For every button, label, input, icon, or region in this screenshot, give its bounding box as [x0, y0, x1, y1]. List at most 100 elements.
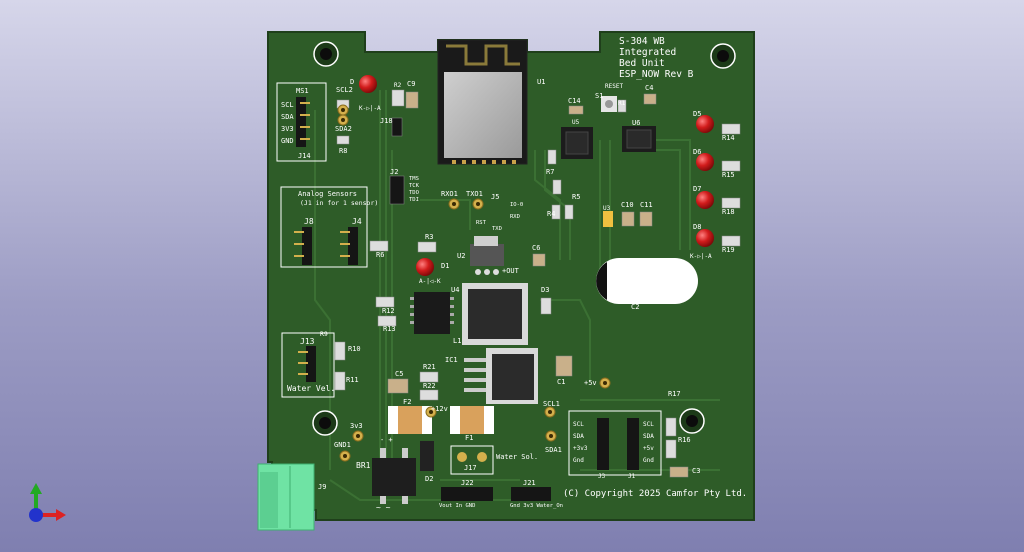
- smd-part-3: [336, 135, 350, 145]
- silk-label-water-sol: Water Sol.: [496, 453, 539, 461]
- mounting-hole-top-right: [710, 43, 736, 69]
- silk-label-r2: R2: [394, 82, 402, 89]
- analog-sensors-area: [280, 186, 368, 268]
- silk-label-tdi: TDI: [409, 197, 419, 203]
- silk-label-d1: D1: [441, 262, 450, 270]
- silk-label-ka: K-▷|-A: [359, 105, 381, 112]
- silk-label-s1: S1: [595, 92, 604, 100]
- silk-label-v3: 3V3: [281, 125, 294, 133]
- led-1: [696, 115, 714, 133]
- silk-label-out: +OUT: [502, 267, 519, 275]
- silk-label-j22-pins: Vout In GND: [439, 503, 476, 509]
- test-point-hole-5: [343, 454, 347, 458]
- silk-label-scl1: SCL1: [543, 400, 560, 408]
- smd-part-31: [665, 417, 677, 437]
- silk-label-r10: R10: [348, 345, 361, 353]
- silk-label-c10: C10: [621, 201, 634, 209]
- inductor-l1: [462, 283, 528, 345]
- board-title-line-4: ESP_NOW Rev B: [619, 69, 694, 80]
- silk-label-u1: U1: [537, 78, 546, 86]
- silk-label-tms: TMS: [409, 176, 419, 182]
- water-velocity-area: [281, 332, 335, 398]
- mounting-hole-left: [312, 410, 338, 436]
- smd-part-4: [391, 117, 403, 137]
- silk-label-reset: RESET: [605, 83, 624, 90]
- led-4: [696, 229, 714, 247]
- silk-label-a-k: A-|◁-K: [419, 278, 441, 285]
- smd-part-13: [621, 211, 635, 227]
- silk-label-scl2: SCL2: [336, 86, 353, 94]
- test-point-hole-9: [429, 410, 433, 414]
- led-3: [696, 191, 714, 209]
- silk-label-j2: J2: [390, 168, 399, 176]
- board-title-line-2: Integrated: [619, 47, 677, 58]
- silk-label-d: D: [350, 78, 355, 86]
- smd-part-10: [552, 179, 562, 195]
- silk-label-j22: J22: [461, 479, 474, 487]
- mounting-hole-top-left: [313, 41, 339, 67]
- silk-label-hdr-right-0: SCL: [643, 421, 654, 428]
- smd-part-18: [721, 235, 741, 247]
- silk-label-j18: J18: [380, 117, 393, 125]
- board-title: S-304 WB Integrated Bed Unit ESP_NOW Rev…: [619, 36, 714, 80]
- smd-part-9: [547, 149, 557, 165]
- silk-label-sda2: SDA2: [335, 125, 352, 133]
- smd-part-28: [419, 371, 439, 383]
- silk-label-u5: U5: [572, 119, 580, 126]
- silk-label-d8: D8: [693, 223, 702, 231]
- silk-label-c4: C4: [645, 84, 654, 92]
- fuse-f2: [388, 406, 432, 434]
- silk-label-j8: J8: [304, 217, 314, 226]
- silk-label-f2: F2: [403, 398, 412, 406]
- silk-label-gnd: GND: [281, 137, 294, 145]
- silk-label-plus5v: +5v: [584, 379, 597, 387]
- silk-label-c1: C1: [557, 378, 566, 386]
- test-point-hole-8: [603, 381, 607, 385]
- smd-part-30: [555, 355, 573, 377]
- regulator-u2: [470, 236, 504, 275]
- silk-label-c6: C6: [532, 244, 541, 252]
- silk-label-rxo1: RXO1: [441, 190, 458, 198]
- board-title-line-3: Bed Unit: [619, 58, 665, 69]
- silk-label-c14: C14: [568, 97, 581, 105]
- silk-label-r12: R12: [382, 307, 395, 315]
- silk-label-analog-title: Analog Sensors: [298, 190, 358, 198]
- smd-part-1: [405, 91, 419, 109]
- silk-label-hdr-right-2: +5v: [643, 445, 654, 452]
- silk-label-j21-pins: Gnd 3v3 Water_On: [510, 503, 563, 509]
- smd-part-23: [375, 296, 395, 308]
- silk-label-r18: R18: [722, 208, 735, 216]
- silk-label-analog-sub: (J1 in for 1 sensor): [300, 199, 379, 207]
- test-points: [337, 104, 611, 462]
- silk-label-tdo: TDO: [409, 190, 419, 196]
- led-5: [416, 258, 434, 276]
- capacitor-c2: [596, 258, 698, 304]
- silk-label-scl: SCL: [281, 101, 294, 109]
- mounting-hole-right: [679, 408, 705, 434]
- smd-part-8: [643, 93, 657, 105]
- silk-label-ac: ~ ~: [376, 503, 391, 512]
- silk-label-pm: - +: [380, 436, 393, 444]
- smd-part-16: [721, 160, 741, 172]
- silk-label-hdr-right-1: SDA: [643, 433, 654, 440]
- header-j17: [450, 445, 494, 475]
- silk-label-d5: D5: [693, 110, 702, 118]
- silk-label-sda1: SDA1: [545, 446, 562, 454]
- header-j21: [511, 487, 551, 501]
- silk-label-d3: D3: [541, 286, 550, 294]
- smd-part-25: [334, 341, 346, 361]
- smd-part-0: [391, 89, 405, 107]
- silk-label-r21: R21: [423, 363, 436, 371]
- silk-label-j4: J4: [352, 217, 362, 226]
- silk-label-r7: R7: [546, 168, 555, 176]
- copyright-text: (C) Copyright 2025 Camfor Pty Ltd.: [563, 489, 748, 499]
- silk-label-r15: R15: [722, 171, 735, 179]
- silk-label-r8: R8: [339, 147, 348, 155]
- silk-label-r9: R9: [320, 330, 328, 338]
- silk-label-d6: D6: [693, 148, 702, 156]
- silk-label-hdr-left-0: SCL: [573, 421, 584, 428]
- smd-components: [334, 89, 741, 478]
- silk-label-br1: BR1: [356, 461, 371, 470]
- silk-label-c5: C5: [395, 370, 404, 378]
